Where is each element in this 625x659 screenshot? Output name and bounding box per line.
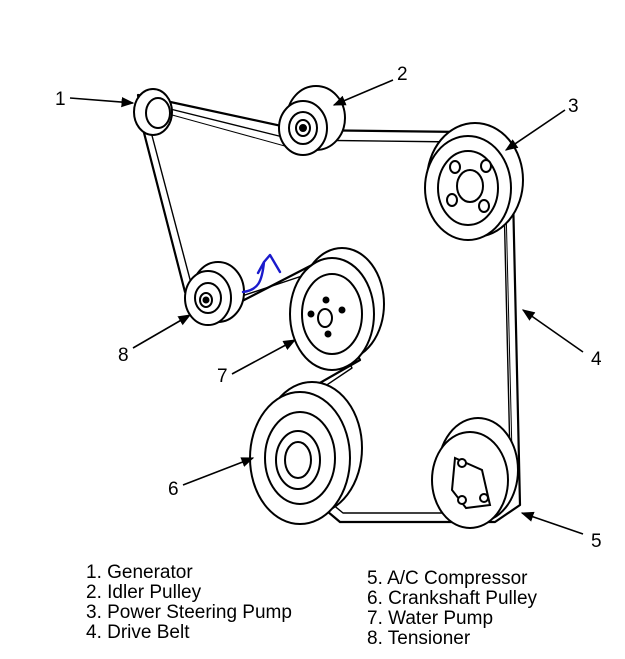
legend-item-tensioner: 8. Tensioner (367, 628, 471, 649)
legend-item-generator: 1. Generator (86, 562, 193, 583)
tensioner-pulley (184, 261, 245, 326)
leader-line-4 (521, 309, 584, 353)
leader-line-1 (69, 96, 135, 108)
crankshaft-pulley (249, 381, 363, 525)
legend-right-column: 5. A/C Compressor 6. Crankshaft Pulley 7… (367, 569, 537, 649)
legend-left-column: 1. Generator 2. Idler Pulley 3. Power St… (86, 563, 292, 643)
water-pump-pulley (289, 247, 385, 371)
legend-item-idler-pulley: 2. Idler Pulley (86, 582, 202, 603)
leader-line-7 (231, 339, 297, 375)
leader-line-5 (520, 511, 584, 535)
callout-7: 7 (217, 366, 228, 387)
callout-8: 8 (118, 345, 129, 366)
leader-line-6 (182, 457, 255, 486)
callout-3: 3 (568, 96, 579, 117)
callout-4: 4 (591, 349, 602, 370)
legend-item-crankshaft-pulley: 6. Crankshaft Pulley (367, 588, 538, 609)
callout-2: 2 (397, 64, 408, 85)
legend-item-drive-belt: 4. Drive Belt (86, 622, 190, 643)
callout-6: 6 (168, 479, 179, 500)
ac-compressor-pulley (431, 417, 519, 529)
legend-item-power-steering-pump: 3. Power Steering Pump (86, 602, 292, 623)
hand-drawn-arrow-annotation (241, 253, 282, 294)
idler-pulley (278, 85, 346, 156)
callout-1: 1 (55, 89, 66, 110)
legend-item-ac-compressor: 5. A/C Compressor (367, 568, 528, 589)
leader-line-8 (132, 314, 192, 349)
leader-line-3 (504, 109, 566, 151)
callout-5: 5 (591, 531, 602, 552)
legend-item-water-pump: 7. Water Pump (367, 608, 494, 629)
power-steering-pump-pulley (424, 122, 524, 241)
generator-pulley (133, 88, 173, 136)
leader-line-2 (332, 79, 394, 106)
